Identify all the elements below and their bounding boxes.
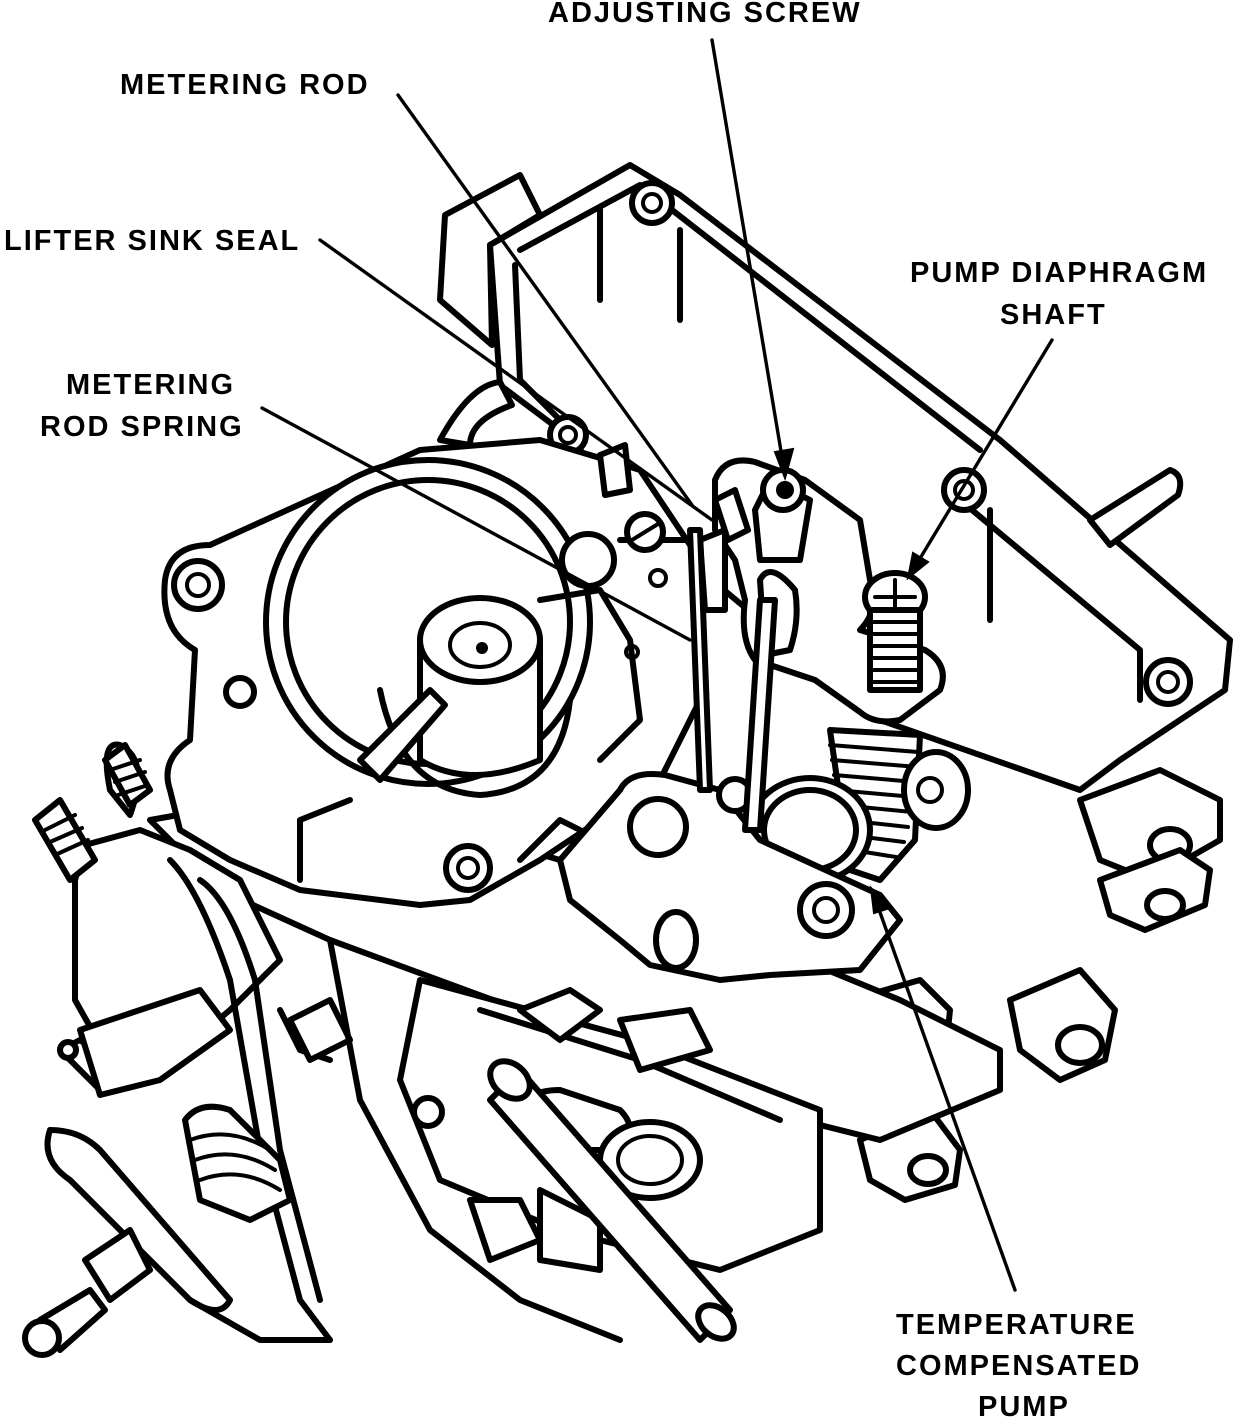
- label-metering-rod-spring-line2: ROD SPRING: [40, 411, 244, 443]
- label-temperature-compensated-pump-line1: TEMPERATURE: [896, 1309, 1137, 1341]
- carburetor-illustration: [22, 162, 1233, 1358]
- leader-lines: [260, 38, 1054, 1292]
- label-pump-diaphragm-shaft-line1: PUMP DIAPHRAGM: [910, 257, 1208, 289]
- label-temperature-compensated-pump-line2: COMPENSATED: [896, 1350, 1141, 1382]
- label-metering-rod: METERING ROD: [120, 69, 370, 101]
- air-horn-housing: [437, 162, 1233, 793]
- metering-rod: [687, 487, 778, 833]
- callout-labels: ADJUSTING SCREW METERING ROD LIFTER SINK…: [4, 0, 1208, 1420]
- pump-diaphragm-shaft: [862, 570, 928, 693]
- left-linkage: [22, 741, 353, 1358]
- arrow-heads: [773, 447, 930, 915]
- right-shaft: [1087, 467, 1184, 548]
- label-pump-diaphragm-shaft-line2: SHAFT: [1000, 299, 1107, 331]
- label-lifter-sink-seal: LIFTER SINK SEAL: [4, 225, 300, 257]
- pump-housing-arm: [557, 771, 903, 983]
- venturi-booster: [357, 442, 703, 798]
- label-adjusting-screw: ADJUSTING SCREW: [548, 0, 862, 29]
- label-metering-rod-spring-line1: METERING: [66, 369, 235, 401]
- leader-adjusting-screw: [710, 38, 787, 477]
- leader-pump-diaphragm-shaft: [908, 338, 1054, 577]
- throttle-shaft: [487, 1058, 737, 1343]
- leader-temperature-compensated-pump: [870, 888, 1017, 1292]
- leader-metering-rod: [396, 93, 694, 507]
- bottom-details: [327, 937, 713, 1343]
- label-temperature-compensated-pump-line3: PUMP: [978, 1391, 1070, 1420]
- arrowhead-temperature-compensated-pump: [869, 885, 892, 915]
- leader-lifter-sink-seal: [318, 238, 714, 522]
- arrowhead-pump-diaphragm-shaft: [906, 551, 930, 581]
- arrowhead-adjusting-screw: [773, 447, 795, 482]
- leader-metering-rod-spring: [260, 406, 692, 642]
